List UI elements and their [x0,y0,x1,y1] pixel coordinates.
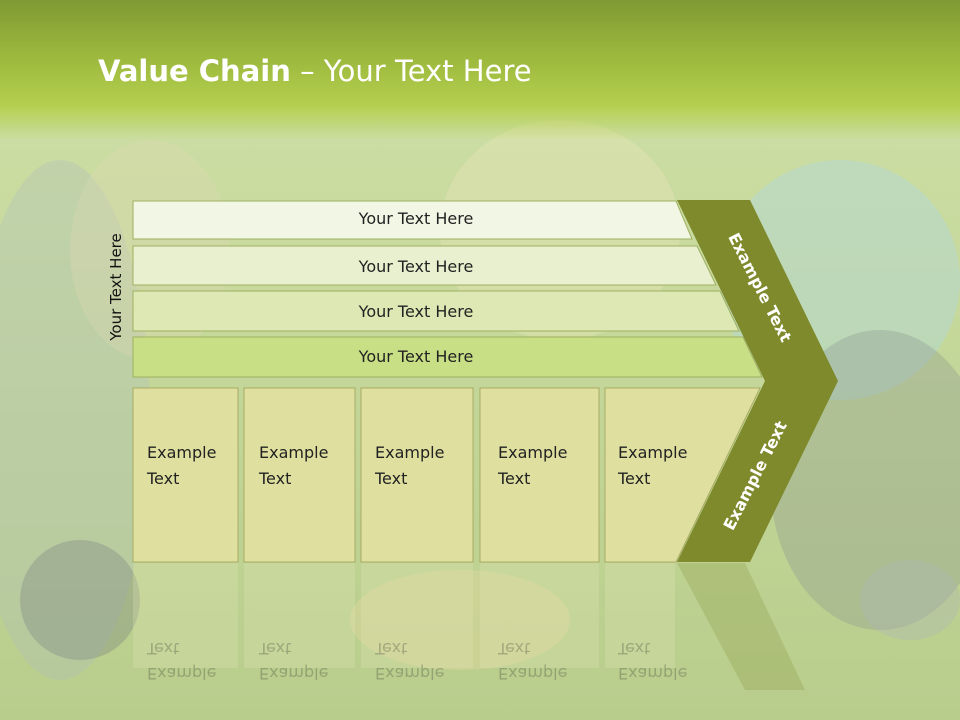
refl-5-line1: Example [618,664,687,683]
title-bold: Value Chain [98,54,291,88]
refl-2-line2: Text [258,639,291,658]
box-1-line1: Example [147,443,216,462]
box-3[interactable] [360,387,474,563]
refl-1-line1: Example [147,664,216,683]
bar-4[interactable] [132,336,763,378]
bar-2[interactable] [132,245,717,286]
box-3-line2: Text [374,469,407,488]
box-5-line1: Example [618,443,687,462]
title-banner [0,0,960,140]
reflection-text: Example Text Example Text Example Text E… [146,639,687,683]
chevron-arrow[interactable] [677,200,838,562]
bar-3-label: Your Text Here [358,302,474,321]
box-2[interactable] [243,387,356,563]
bar-1-label: Your Text Here [358,209,474,228]
box-4-line2: Text [497,469,530,488]
reflection [133,563,805,690]
refl-5-line2: Text [617,639,650,658]
bar-2-label: Your Text Here [358,257,474,276]
bar-4-label: Your Text Here [358,347,474,366]
slide-title: Value Chain – Your Text Here [98,54,532,88]
box-4[interactable] [479,387,600,563]
refl-3-line1: Example [375,664,444,683]
refl-1-line2: Text [146,639,179,658]
box-4-line1: Example [498,443,567,462]
box-3-line1: Example [375,443,444,462]
refl-4-line2: Text [497,639,530,658]
box-2-line1: Example [259,443,328,462]
bar-1[interactable] [132,200,693,240]
bar-3[interactable] [132,290,740,332]
box-5-line2: Text [617,469,650,488]
box-1-line2: Text [146,469,179,488]
box-1[interactable] [132,387,239,563]
refl-3-line2: Text [374,639,407,658]
refl-4-line1: Example [498,664,567,683]
box-2-line2: Text [258,469,291,488]
refl-2-line1: Example [259,664,328,683]
box-5[interactable] [604,387,761,563]
title-rest: – Your Text Here [290,54,532,88]
